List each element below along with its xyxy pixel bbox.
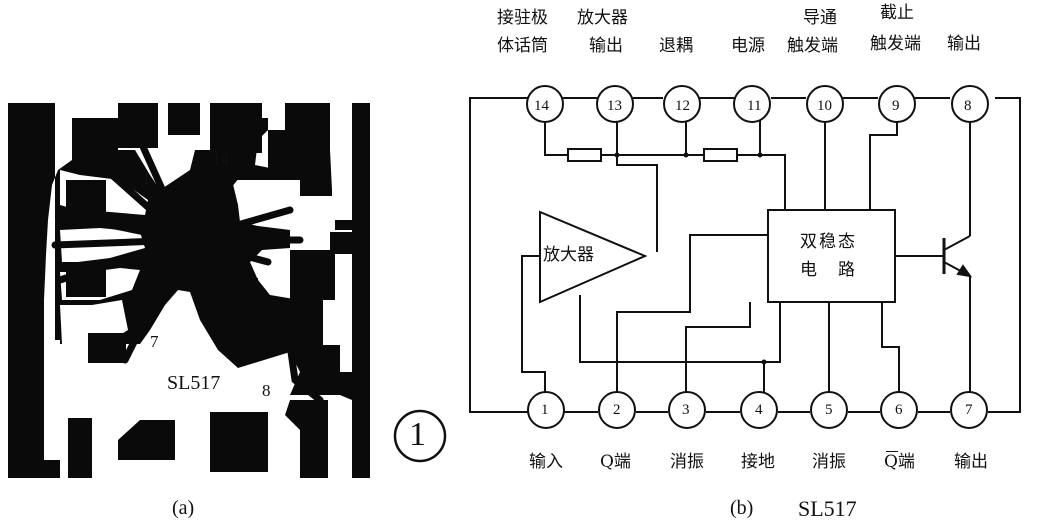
pin-10-label-line-1: 导通	[803, 8, 837, 28]
pin-number-1: 1	[541, 402, 549, 418]
pin-circle-1	[527, 391, 565, 429]
q-bar-overline	[886, 451, 898, 452]
bistable-box	[767, 209, 896, 303]
pin-9-label-line-1: 截止	[880, 3, 914, 23]
pin-circle-10	[806, 85, 844, 123]
figure-number: 1	[409, 416, 426, 453]
bistable-label-line-1: 双稳态	[800, 232, 857, 252]
pin-number-5: 5	[825, 402, 833, 418]
pin-9-label-line-2: 触发端	[870, 34, 921, 54]
pin-7-label: 输出	[954, 452, 988, 472]
pin-12-label: 退耦	[659, 36, 693, 56]
die-bond-pads	[66, 103, 352, 478]
pin-number-6: 6	[895, 402, 903, 418]
pin-13-label-line-2: 输出	[589, 36, 623, 56]
pin-8-label: 输出	[947, 34, 981, 54]
chip-die-photo	[8, 103, 370, 478]
frame-right	[988, 97, 1021, 413]
caption-b: (b)	[730, 497, 754, 519]
pin-number-7: 7	[965, 402, 973, 418]
pin-number-4: 4	[755, 402, 763, 418]
pin-2-label: Q端	[600, 452, 631, 472]
pin-circle-3	[668, 391, 706, 429]
resistor-1	[567, 148, 602, 162]
wire-amp-in-pin1	[521, 255, 546, 394]
pin-1-label: 输入	[529, 452, 563, 472]
pad-number-14: 14	[212, 149, 229, 168]
wire-pin2-bistable	[616, 234, 768, 394]
pad-number-8: 8	[262, 381, 271, 400]
pin-number-10: 10	[817, 98, 832, 114]
frame-left	[469, 97, 545, 413]
pin-circle-14	[526, 85, 564, 123]
pin-circle-7	[950, 391, 988, 429]
wire-pin3-bistable	[685, 302, 751, 394]
wire-pin11-bistable	[760, 154, 786, 210]
pin-number-9: 9	[892, 98, 900, 114]
pin-circle-5	[810, 391, 848, 429]
wire-pin9	[869, 116, 898, 210]
amplifier-label: 放大器	[543, 245, 594, 265]
wire-ground-bistable	[764, 302, 781, 363]
pin-number-3: 3	[682, 402, 690, 418]
pin-number-11: 11	[747, 98, 762, 114]
pin-circle-4	[740, 391, 778, 429]
bond-wires	[51, 136, 324, 404]
pad-number-1: 1	[142, 169, 151, 188]
wire-pin6	[881, 302, 900, 394]
pin-5-label: 消振	[812, 452, 846, 472]
pin-number-2: 2	[613, 402, 621, 418]
pin-10-label-line-2: 触发端	[787, 36, 838, 56]
pin-number-13: 13	[607, 98, 622, 114]
pin-11-label: 电源	[731, 36, 765, 56]
pin-circle-2	[598, 391, 636, 429]
pin-6-label: Q端	[884, 452, 915, 472]
figure-number-circle	[393, 409, 447, 463]
pin-circle-8	[951, 85, 989, 123]
chip-label: SL517	[167, 372, 221, 394]
pad-number-7: 7	[150, 332, 159, 351]
pin-circle-13	[596, 85, 634, 123]
pin-number-8: 8	[964, 98, 972, 114]
pin-circle-9	[878, 85, 916, 123]
pin-circles	[526, 85, 989, 429]
pin-circle-11	[733, 85, 771, 123]
schematic-diagram	[469, 97, 1021, 413]
pin-13-label-line-1: 放大器	[577, 8, 628, 28]
transistor-emitter-arrow	[956, 264, 973, 278]
transistor-collector	[943, 235, 971, 251]
pin-3-label: 消振	[670, 452, 704, 472]
caption-a: (a)	[172, 497, 195, 519]
pin-circle-12	[663, 85, 701, 123]
pin-circle-6	[880, 391, 918, 429]
pin-number-12: 12	[675, 98, 690, 114]
schematic-chip-name: SL517	[798, 496, 857, 521]
resistor-2	[703, 148, 738, 162]
pin-4-label: 接地	[741, 452, 775, 472]
wire-pin14-res	[544, 116, 568, 156]
junction-dots	[614, 152, 767, 365]
wire-pin13-amp-out	[616, 116, 658, 252]
pin-14-label-line-2: 体话筒	[497, 36, 548, 56]
pin-14-label-line-1: 接驻极	[497, 8, 548, 28]
pin-number-14: 14	[534, 98, 549, 114]
bistable-label-line-2: 电 路	[800, 260, 857, 280]
wire-ground-bus	[579, 295, 765, 394]
